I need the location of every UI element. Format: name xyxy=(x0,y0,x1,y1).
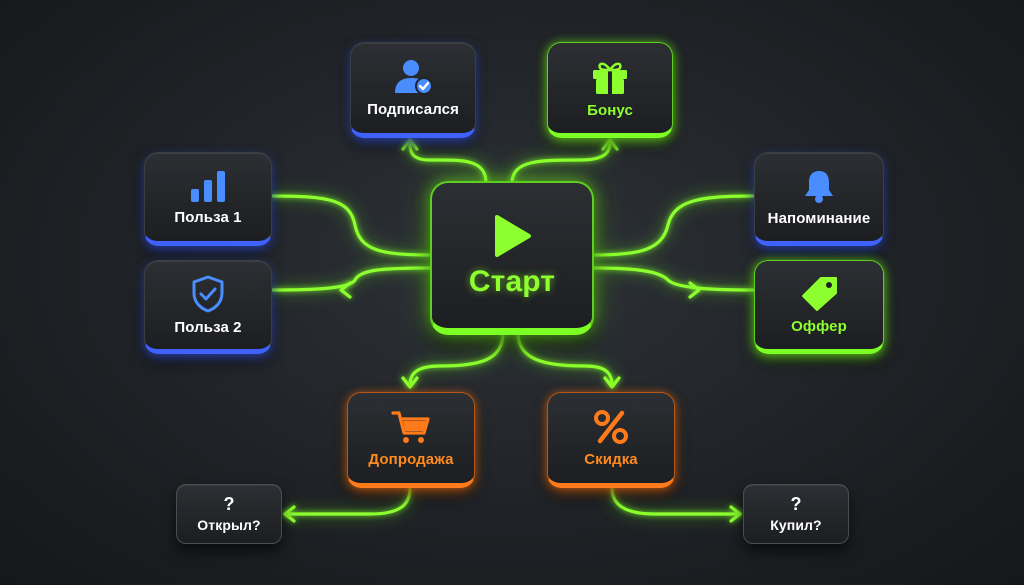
reminder-node[interactable]: Напоминание xyxy=(754,152,884,246)
upsell-node[interactable]: Допродажа xyxy=(347,392,475,488)
user-check-icon xyxy=(395,59,433,95)
wire-to-subscribed xyxy=(408,140,488,185)
subscribed-node[interactable]: Подписался xyxy=(350,42,476,138)
bought-node[interactable]: ? Купил? xyxy=(743,484,849,544)
wire-to-opened xyxy=(283,486,412,516)
opened-label: Открыл? xyxy=(197,517,261,533)
benefit1-label: Польза 1 xyxy=(174,208,242,226)
arrow-to-benefit2 xyxy=(339,281,352,299)
arrow-to-opened xyxy=(283,505,296,523)
reminder-label: Напоминание xyxy=(767,209,871,227)
price-tag-icon xyxy=(802,276,837,311)
play-icon xyxy=(495,214,531,257)
bell-icon xyxy=(805,170,833,203)
wire-to-reminder xyxy=(592,194,756,257)
arrow-to-offer xyxy=(688,281,701,299)
wire-to-upsell xyxy=(408,331,505,387)
arrow-to-bought xyxy=(729,505,742,523)
wire-to-benefit2 xyxy=(270,266,432,292)
discount-label: Скидка xyxy=(584,450,638,468)
discount-node[interactable]: Скидка xyxy=(547,392,675,488)
offer-label: Оффер xyxy=(791,317,847,335)
benefit2-node[interactable]: Польза 2 xyxy=(144,260,272,354)
wire-to-offer xyxy=(592,266,756,292)
start-label: Старт xyxy=(468,264,556,298)
benefit1-node[interactable]: Польза 1 xyxy=(144,152,272,246)
gift-icon xyxy=(593,62,627,94)
wire-to-bought xyxy=(610,486,742,516)
benefit2-label: Польза 2 xyxy=(174,318,242,336)
arrow-to-bonus xyxy=(601,138,619,151)
opened-node[interactable]: ? Открыл? xyxy=(176,484,282,544)
subscribed-label: Подписался xyxy=(367,100,459,118)
upsell-label: Допродажа xyxy=(368,450,454,468)
bonus-node[interactable]: Бонус xyxy=(547,42,673,138)
shield-check-icon xyxy=(192,275,224,312)
bar-chart-icon xyxy=(191,170,225,202)
arrow-to-upsell xyxy=(401,376,419,389)
question-mark: ? xyxy=(790,494,802,514)
question-mark: ? xyxy=(223,494,235,514)
offer-node[interactable]: Оффер xyxy=(754,260,884,354)
arrow-to-discount xyxy=(603,376,621,389)
bonus-label: Бонус xyxy=(587,101,633,119)
bought-label: Купил? xyxy=(770,517,822,533)
wire-to-benefit1 xyxy=(270,194,432,257)
percent-icon xyxy=(594,409,628,444)
wire-to-discount xyxy=(516,331,614,387)
wire-to-bonus xyxy=(510,140,612,185)
shopping-cart-icon xyxy=(391,410,430,443)
start-node[interactable]: Старт xyxy=(430,181,594,335)
arrow-to-subscribed xyxy=(401,138,419,151)
